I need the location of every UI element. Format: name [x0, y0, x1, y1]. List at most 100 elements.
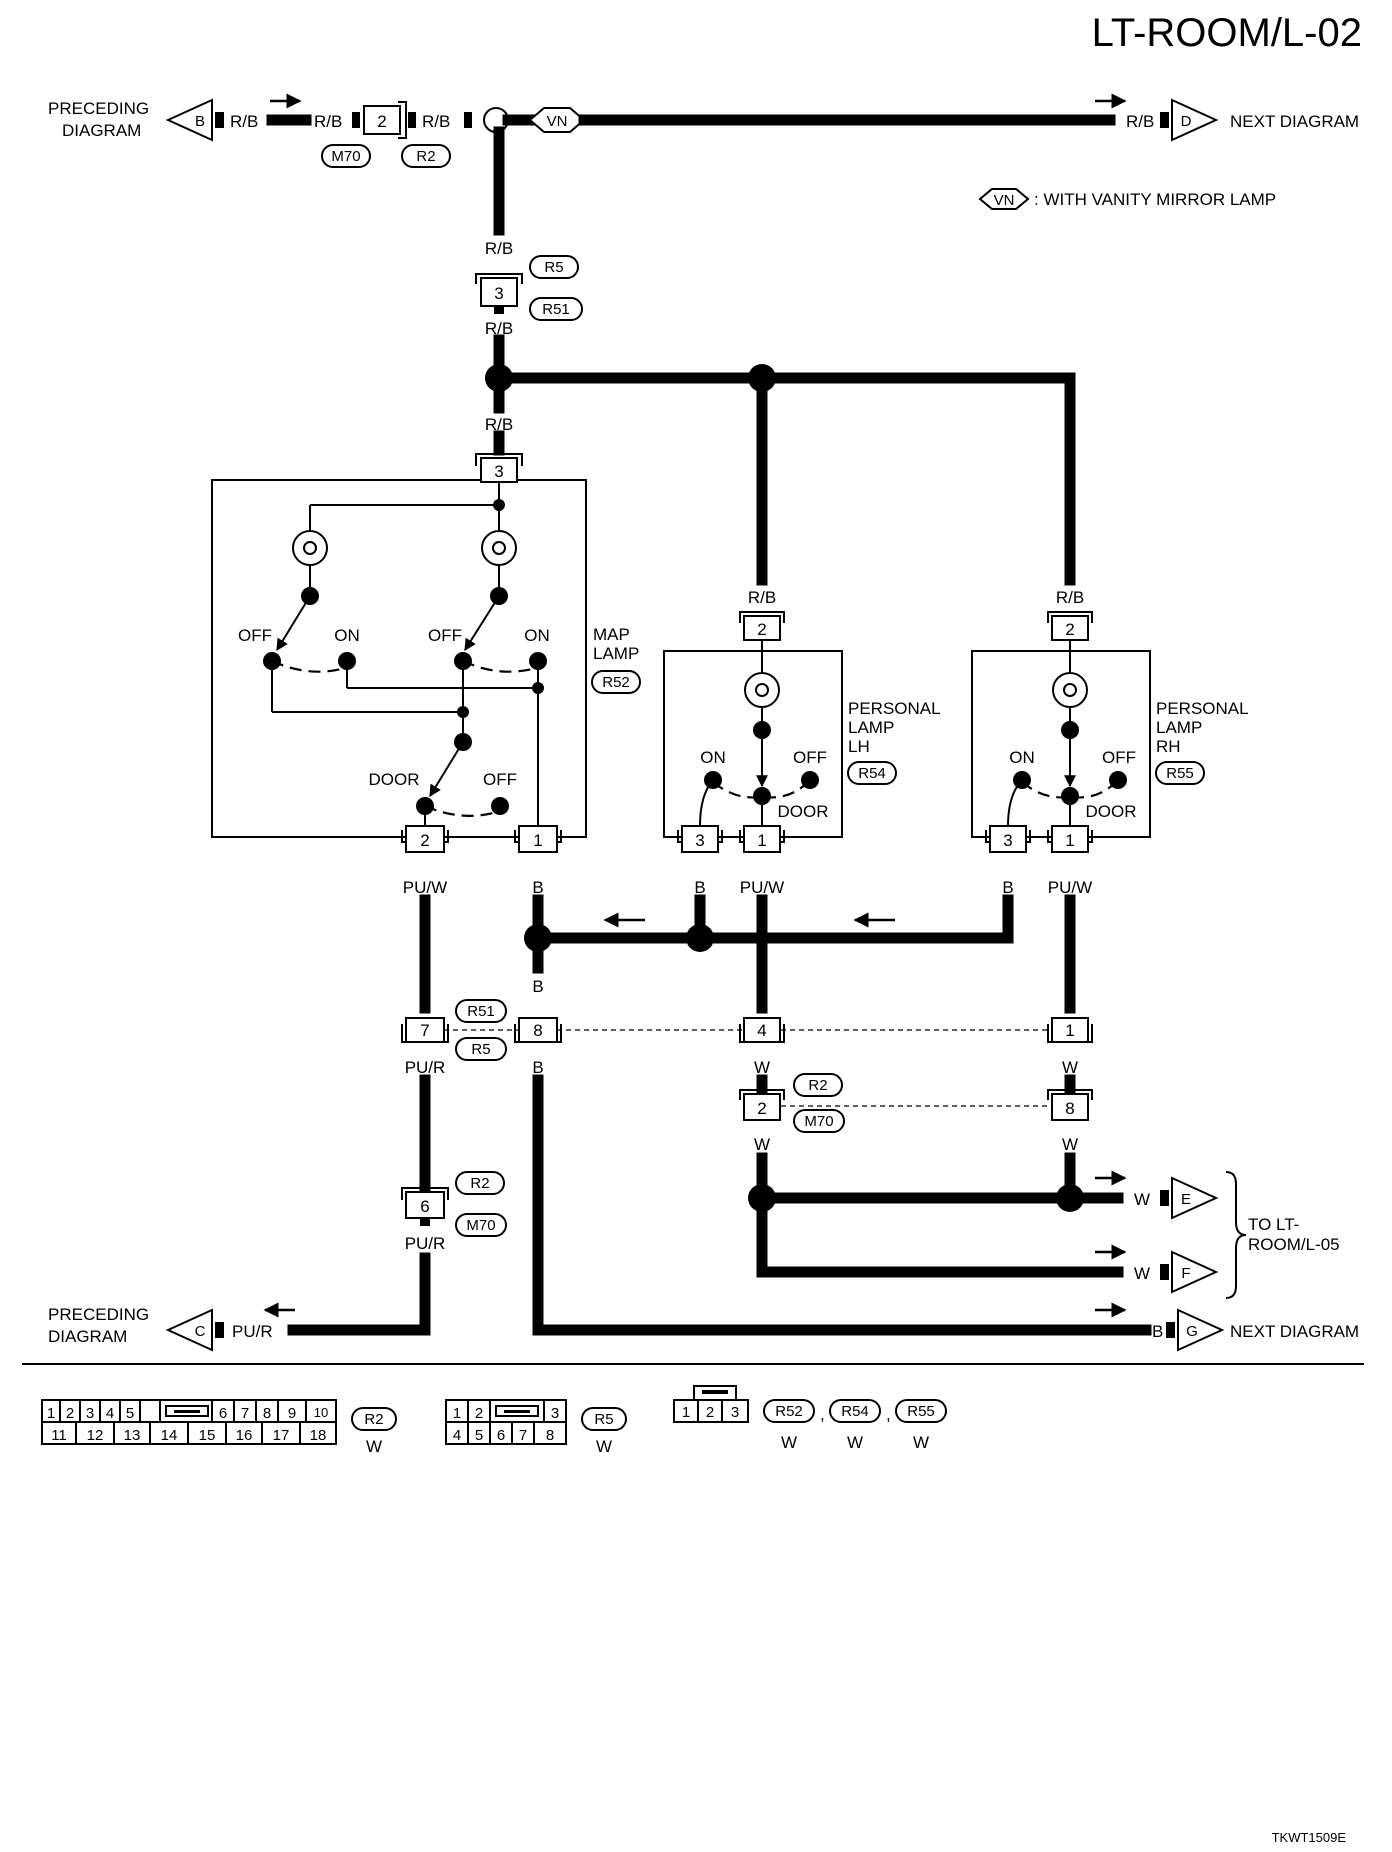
- svg-text:OFF: OFF: [1102, 748, 1136, 767]
- map-lamp-name-2: LAMP: [593, 644, 639, 663]
- svg-text:6: 6: [497, 1427, 505, 1444]
- svg-text:1: 1: [757, 831, 766, 850]
- svg-text:R52: R52: [775, 1403, 803, 1420]
- r2-row-wire-a: W: [754, 1135, 770, 1154]
- svg-text:ON: ON: [524, 626, 550, 645]
- svg-text:2: 2: [475, 1405, 483, 1422]
- svg-text:R55: R55: [907, 1403, 935, 1420]
- preceding-b-label-2: DIAGRAM: [62, 121, 141, 140]
- vn-option-tag: VN: [528, 107, 586, 133]
- next-g-connector: G: [1166, 1308, 1225, 1352]
- rh-wire-right: PU/W: [1048, 878, 1092, 897]
- svg-text:1: 1: [533, 831, 542, 850]
- svg-text:R5: R5: [594, 1411, 613, 1428]
- svg-text:7: 7: [519, 1427, 527, 1444]
- wire-pur-left: PU/R: [232, 1322, 273, 1341]
- svg-text:R52: R52: [602, 674, 630, 691]
- conn-label-r5-row: R5: [455, 1037, 507, 1061]
- svg-text:R54: R54: [858, 765, 886, 782]
- svg-text:OFF: OFF: [238, 626, 272, 645]
- svg-text:W: W: [366, 1437, 382, 1456]
- wire-rb-mid-a: R/B: [314, 112, 342, 131]
- lh-name-2: LAMP: [848, 718, 894, 737]
- svg-text:5: 5: [126, 1405, 134, 1422]
- svg-text:6: 6: [219, 1405, 227, 1422]
- svg-text:15: 15: [199, 1427, 216, 1444]
- svg-text:ON: ON: [1009, 748, 1035, 767]
- svg-text:4: 4: [106, 1405, 114, 1422]
- svg-text:2: 2: [706, 1404, 714, 1421]
- row-pin-1: 1: [1047, 1017, 1093, 1043]
- svg-text:VN: VN: [547, 113, 568, 130]
- svg-text:1: 1: [453, 1405, 461, 1422]
- svg-text:R2: R2: [364, 1411, 383, 1428]
- row-wire-pur-a: PU/R: [405, 1058, 446, 1077]
- svg-text:ON: ON: [334, 626, 360, 645]
- preceding-c-label-1: PRECEDING: [48, 1305, 149, 1324]
- svg-text:M70: M70: [466, 1217, 495, 1234]
- svg-text:,: ,: [820, 1405, 825, 1424]
- svg-text:W: W: [781, 1433, 797, 1452]
- svg-text:14: 14: [161, 1427, 178, 1444]
- svg-text:3: 3: [86, 1405, 94, 1422]
- conn-label-r2-top: R2: [401, 144, 451, 168]
- row-wire-b-above: B: [532, 977, 543, 996]
- conn-label-r55: R55: [1155, 761, 1205, 785]
- to-brace: [1225, 1171, 1247, 1299]
- face-lamps: 1 2 3 R52 , R54 , R55 W W W: [673, 1385, 947, 1452]
- pur-wire-below: PU/R: [405, 1234, 446, 1253]
- svg-text:R51: R51: [467, 1003, 495, 1020]
- svg-text:E: E: [1181, 1191, 1191, 1208]
- conn-label-m70-row: M70: [793, 1109, 845, 1133]
- map-wire-left: PU/W: [403, 878, 447, 897]
- svg-text:3: 3: [494, 284, 503, 303]
- r2-row-wire-b: W: [1062, 1135, 1078, 1154]
- lh-wire-right: PU/W: [740, 878, 784, 897]
- svg-text:3: 3: [695, 831, 704, 850]
- svg-text:2: 2: [757, 1099, 766, 1118]
- svg-text:10: 10: [314, 1405, 328, 1420]
- svg-text:18: 18: [310, 1427, 327, 1444]
- svg-text:7: 7: [420, 1021, 429, 1040]
- svg-text:R2: R2: [416, 148, 435, 165]
- svg-text:R5: R5: [544, 259, 563, 276]
- map-wire-right: B: [532, 878, 543, 897]
- row-pin-4: 4: [739, 1017, 785, 1043]
- svg-text:8: 8: [546, 1427, 554, 1444]
- personal-lamp-rh: 2 ON OFF DOOR 3 1: [971, 611, 1151, 853]
- svg-text:2: 2: [1065, 620, 1074, 639]
- next-d-connector: D: [1160, 98, 1219, 142]
- svg-text:1: 1: [682, 1404, 690, 1421]
- svg-text:2: 2: [377, 112, 386, 131]
- svg-text:4: 4: [453, 1427, 461, 1444]
- conn-label-r2-pur: R2: [455, 1171, 505, 1195]
- wire-b-next: B: [1152, 1322, 1163, 1341]
- svg-text:4: 4: [757, 1021, 766, 1040]
- svg-text:8: 8: [1065, 1099, 1074, 1118]
- vn-legend: VN : WITH VANITY MIRROR LAMP: [978, 188, 1276, 210]
- svg-text:2: 2: [66, 1405, 74, 1422]
- page-title: LT-ROOM/L-02: [1092, 11, 1362, 55]
- svg-text:DOOR: DOOR: [1086, 802, 1137, 821]
- map-bulb-right: [481, 530, 517, 566]
- wire-rb-right: R/B: [1126, 112, 1154, 131]
- svg-text:R2: R2: [808, 1077, 827, 1094]
- svg-text:17: 17: [273, 1427, 290, 1444]
- rh-name-2: LAMP: [1156, 718, 1202, 737]
- row-wire-b-below: B: [532, 1058, 543, 1077]
- svg-text:M70: M70: [331, 148, 360, 165]
- preceding-b-connector: B: [165, 98, 224, 142]
- wire-w-e: W: [1134, 1190, 1150, 1209]
- preceding-b-label-1: PRECEDING: [48, 99, 149, 118]
- riser-wire-below: R/B: [485, 319, 513, 338]
- riser-wire-to-map: R/B: [485, 415, 513, 434]
- svg-text:R5: R5: [471, 1041, 490, 1058]
- conn-label-r2-row: R2: [793, 1073, 843, 1097]
- svg-text:6: 6: [420, 1197, 429, 1216]
- conn-label-r5-riser: R5: [529, 255, 579, 279]
- svg-text:16: 16: [236, 1427, 253, 1444]
- conn-label-m70-pur: M70: [455, 1213, 507, 1237]
- svg-text:M70: M70: [804, 1113, 833, 1130]
- off-page-f: F: [1160, 1250, 1219, 1294]
- svg-text:R2: R2: [470, 1175, 489, 1192]
